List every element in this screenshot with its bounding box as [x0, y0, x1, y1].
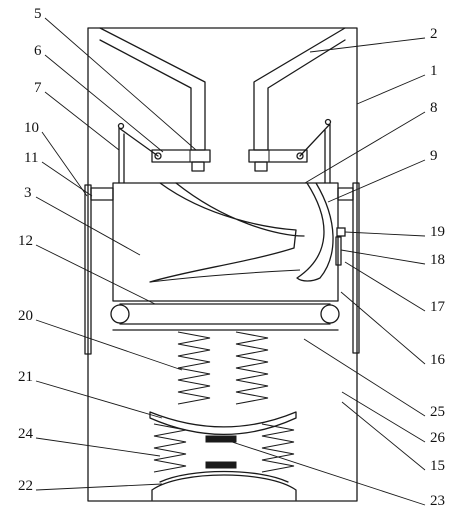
- label-3: 3: [24, 185, 32, 201]
- bottom-drum: [151, 470, 297, 501]
- conveyor-roller-left: [110, 304, 130, 324]
- conveyor-roller-right: [320, 304, 340, 324]
- sensor-body: [335, 236, 342, 266]
- label-24: 24: [18, 426, 34, 442]
- label-1: 1: [430, 63, 438, 79]
- label-9: 9: [430, 148, 438, 164]
- label-10: 10: [24, 120, 39, 136]
- label-12: 12: [18, 233, 33, 249]
- outlet-tab-left: [191, 161, 205, 172]
- label-26: 26: [430, 430, 446, 446]
- side-rail-right: [352, 182, 360, 354]
- contact-pad-upper: [205, 435, 237, 443]
- spring-upper-left: [177, 331, 211, 405]
- conveyor-belt: [119, 303, 331, 325]
- label-8: 8: [430, 100, 438, 116]
- label-22: 22: [18, 478, 33, 494]
- label-15: 15: [430, 458, 445, 474]
- label-23: 23: [430, 493, 445, 509]
- sensor-switch: [336, 227, 346, 237]
- housing-outer-frame: [87, 27, 358, 502]
- label-18: 18: [430, 252, 445, 268]
- curved-baffle: [149, 182, 305, 283]
- label-25: 25: [430, 404, 445, 420]
- label-5: 5: [34, 6, 42, 22]
- spring-lower-left: [153, 423, 187, 473]
- curved-plate-upper: [149, 411, 297, 436]
- label-7: 7: [34, 80, 42, 96]
- feed-hopper-right: [253, 27, 346, 151]
- outlet-tab-right: [254, 161, 268, 172]
- label-20: 20: [18, 308, 33, 324]
- outlet-clamp-right: [248, 149, 308, 163]
- label-21: 21: [18, 369, 33, 385]
- curved-scraper: [296, 182, 334, 282]
- arm-pivot-left: [117, 122, 125, 130]
- mount-block-left: [90, 187, 114, 201]
- outlet-clamp-left: [151, 149, 211, 163]
- label-11: 11: [24, 150, 38, 166]
- baffle-lower-edge: [149, 269, 301, 283]
- spring-upper-right: [235, 331, 269, 405]
- leader-lines: [35, 17, 426, 506]
- arm-pivot-right: [324, 118, 332, 126]
- processing-box: [112, 182, 339, 302]
- label-16: 16: [430, 352, 446, 368]
- label-6: 6: [34, 43, 42, 59]
- pivot-arm-right: [299, 123, 331, 184]
- feed-hopper-left: [99, 27, 206, 151]
- label-2: 2: [430, 26, 438, 42]
- label-19: 19: [430, 224, 445, 240]
- label-17: 17: [430, 299, 446, 315]
- spring-lower-right: [261, 423, 295, 473]
- contact-pad-lower: [205, 461, 237, 469]
